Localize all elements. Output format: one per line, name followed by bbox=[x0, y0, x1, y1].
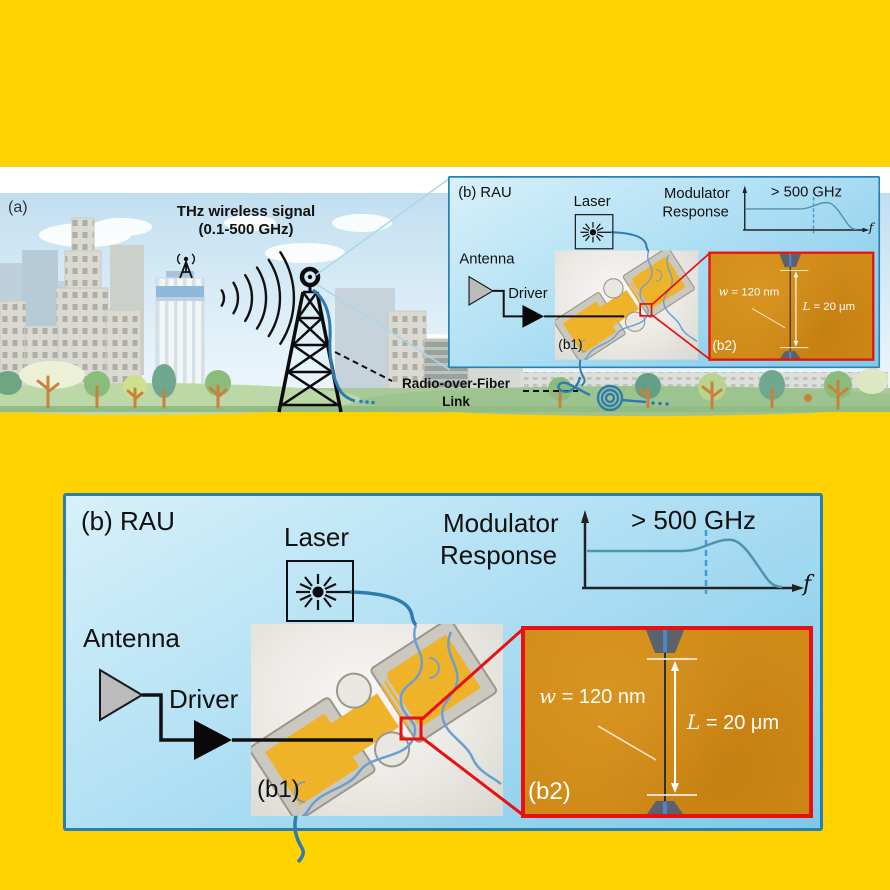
dashed-pointer-left bbox=[334, 351, 393, 382]
w-symbol: w bbox=[539, 684, 557, 708]
laser-label: Laser bbox=[284, 522, 350, 552]
zoom-region-marker bbox=[639, 303, 653, 317]
fiber-coil bbox=[557, 376, 669, 412]
inset-callout-lines bbox=[315, 177, 451, 371]
laser-box bbox=[286, 560, 354, 622]
bandwidth-label: > 500 GHz bbox=[770, 182, 842, 200]
rau-main-panel: (b) RAU Laser Antenna Driver Modulator R… bbox=[63, 493, 823, 864]
w-value: = 120 nm bbox=[556, 686, 646, 708]
L-symbol: L bbox=[687, 710, 701, 734]
b2-sem-image bbox=[708, 251, 875, 361]
radio-over-fiber-label: Radio-over-Fiber Link bbox=[388, 375, 524, 411]
driver-amplifier-icon bbox=[522, 305, 545, 328]
driver-amplifier-icon bbox=[194, 720, 232, 760]
antenna-icon bbox=[99, 668, 144, 722]
antenna-label: Antenna bbox=[83, 623, 180, 653]
modulator-label-line2: Response bbox=[440, 540, 558, 570]
trees bbox=[0, 361, 888, 410]
L-symbol: L bbox=[802, 299, 811, 314]
driver-label: Driver bbox=[508, 284, 548, 302]
b1-label: (b1) bbox=[558, 336, 583, 353]
modulator-label-line1: Modulator bbox=[443, 508, 559, 538]
frequency-axis-label: f bbox=[803, 572, 812, 597]
slot-width-label: w = 120 nm bbox=[719, 285, 780, 299]
thz-signal-line2: (0.1-500 GHz) bbox=[198, 221, 294, 238]
response-curve bbox=[745, 201, 857, 231]
cell-tower bbox=[277, 266, 343, 413]
b2-sem-image bbox=[521, 626, 813, 818]
radio-waves bbox=[220, 251, 296, 345]
thz-signal-line1: THz wireless signal bbox=[176, 203, 316, 220]
slot-length-label: L = 20 μm bbox=[803, 299, 855, 313]
modulator-label-line1: Modulator bbox=[664, 184, 730, 202]
panel-b-label: (b) RAU bbox=[458, 183, 512, 201]
b2-label: (b2) bbox=[712, 338, 737, 354]
thz-signal-title: THz wireless signal (0.1-500 GHz) bbox=[146, 203, 346, 239]
rooftop-antenna-icon bbox=[176, 253, 196, 279]
b1-label: (b1) bbox=[257, 776, 300, 803]
slot-pointer-line bbox=[751, 308, 786, 329]
driver-label: Driver bbox=[169, 684, 239, 714]
zoom-region-marker bbox=[399, 716, 423, 741]
laser-box bbox=[574, 214, 614, 250]
w-value: = 120 nm bbox=[728, 285, 780, 299]
modulator-label-line2: Response bbox=[662, 202, 729, 220]
antenna-icon bbox=[468, 275, 495, 307]
b2-label: (b2) bbox=[528, 778, 571, 805]
slot-length-label: L = 20 μm bbox=[687, 710, 779, 735]
frequency-axis-label: f bbox=[868, 220, 874, 236]
rof-line1: Radio-over-Fiber bbox=[401, 376, 510, 391]
response-curve bbox=[587, 538, 783, 589]
plasmonic-slot-illustration bbox=[597, 630, 697, 814]
L-value: = 20 μm bbox=[700, 712, 780, 734]
rof-line2: Link bbox=[442, 394, 470, 409]
tower-fiber bbox=[312, 288, 375, 405]
panel-b-label: (b) RAU bbox=[81, 506, 175, 536]
w-symbol: w bbox=[718, 284, 729, 299]
bandwidth-label: > 500 GHz bbox=[631, 505, 757, 535]
L-value: = 20 μm bbox=[810, 300, 856, 314]
length-measurement-arrow bbox=[647, 658, 697, 796]
plasmonic-slot-illustration bbox=[751, 253, 809, 359]
laser-label: Laser bbox=[573, 192, 611, 210]
slot-width-label: w = 120 nm bbox=[539, 684, 646, 709]
antenna-label: Antenna bbox=[459, 249, 515, 267]
slot-pointer-line bbox=[597, 725, 657, 761]
panel-a-label: (a) bbox=[8, 199, 28, 216]
rau-inset-panel: (b) RAU Laser Antenna Driver Modulator R… bbox=[448, 176, 881, 387]
length-measurement-arrow bbox=[780, 269, 809, 349]
